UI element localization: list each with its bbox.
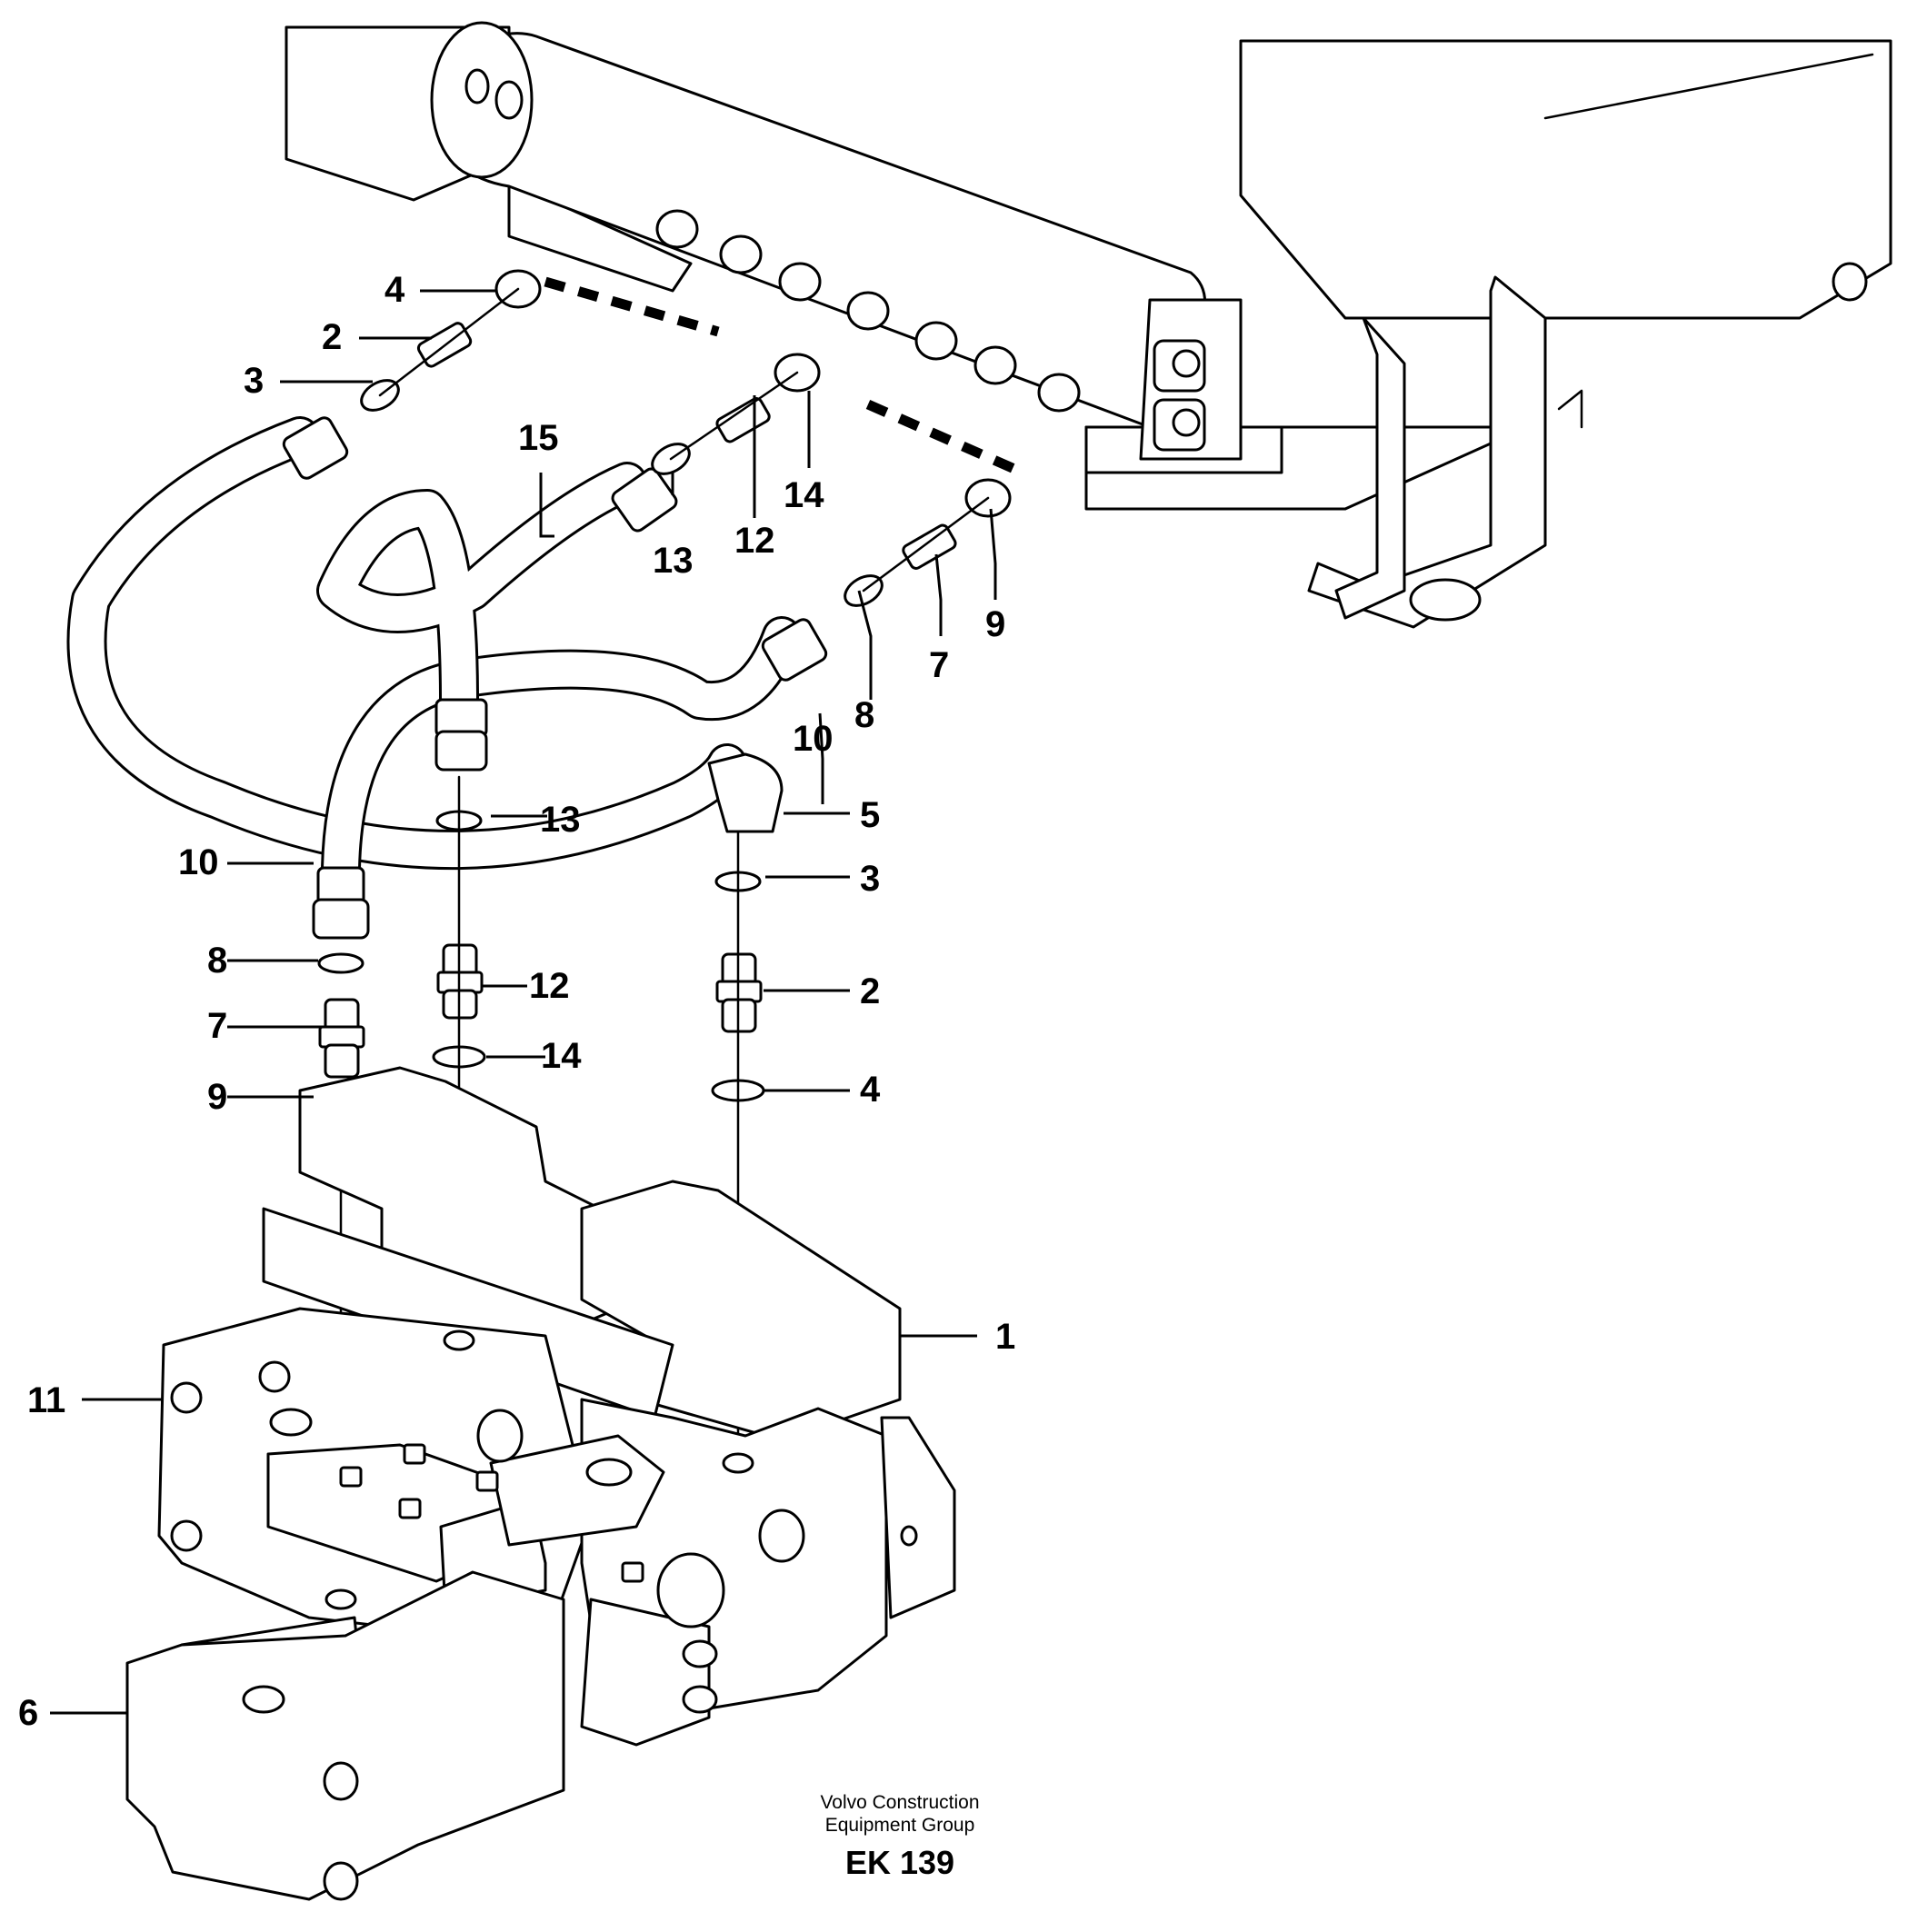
hidden-line-lower [865,399,1025,478]
callout-10-lower: 10 [178,842,219,882]
callout-8-top: 8 [854,695,874,735]
leader-lines [50,289,997,1715]
valve-block [125,1066,956,1901]
callouts: 4 2 3 15 14 12 13 9 7 8 10 5 13 3 10 8 1… [18,270,1015,1733]
callout-7-lower: 7 [207,1006,227,1046]
callout-12-lower: 12 [529,966,570,1006]
callout-3-top: 3 [244,361,264,401]
callout-6: 6 [18,1693,38,1733]
footer-company-line1: Volvo Construction [820,1792,979,1813]
callout-11: 11 [27,1380,65,1420]
footer-diagram-code: EK 139 [845,1844,954,1881]
callout-5: 5 [860,795,880,835]
callout-9-lower: 9 [207,1077,227,1117]
callout-14-lower: 14 [541,1036,582,1076]
callout-2-lower: 2 [860,971,880,1011]
callout-15: 15 [518,418,559,458]
footer: Volvo Construction Equipment Group EK 13… [820,1792,979,1881]
callout-9-top: 9 [985,604,1005,644]
callout-10-top: 10 [793,719,834,759]
hose-assembly [66,416,802,888]
callout-12-top: 12 [734,521,775,561]
callout-7-top: 7 [929,645,949,685]
hidden-line-upper [544,276,720,337]
upper-fittings [282,269,1012,940]
callout-8-lower: 8 [207,941,227,981]
lower-fittings [314,775,765,1606]
callout-1: 1 [995,1317,1015,1357]
callout-4-top: 4 [384,270,405,310]
callout-13-lower: 13 [540,800,581,840]
callout-14-top: 14 [784,475,824,515]
callout-2-top: 2 [322,317,342,357]
callout-4-lower: 4 [860,1070,881,1110]
footer-company-line2: Equipment Group [825,1815,975,1836]
callout-13-top: 13 [653,541,694,581]
callout-3-lower: 3 [860,859,880,899]
manifold-beam [285,21,1243,461]
